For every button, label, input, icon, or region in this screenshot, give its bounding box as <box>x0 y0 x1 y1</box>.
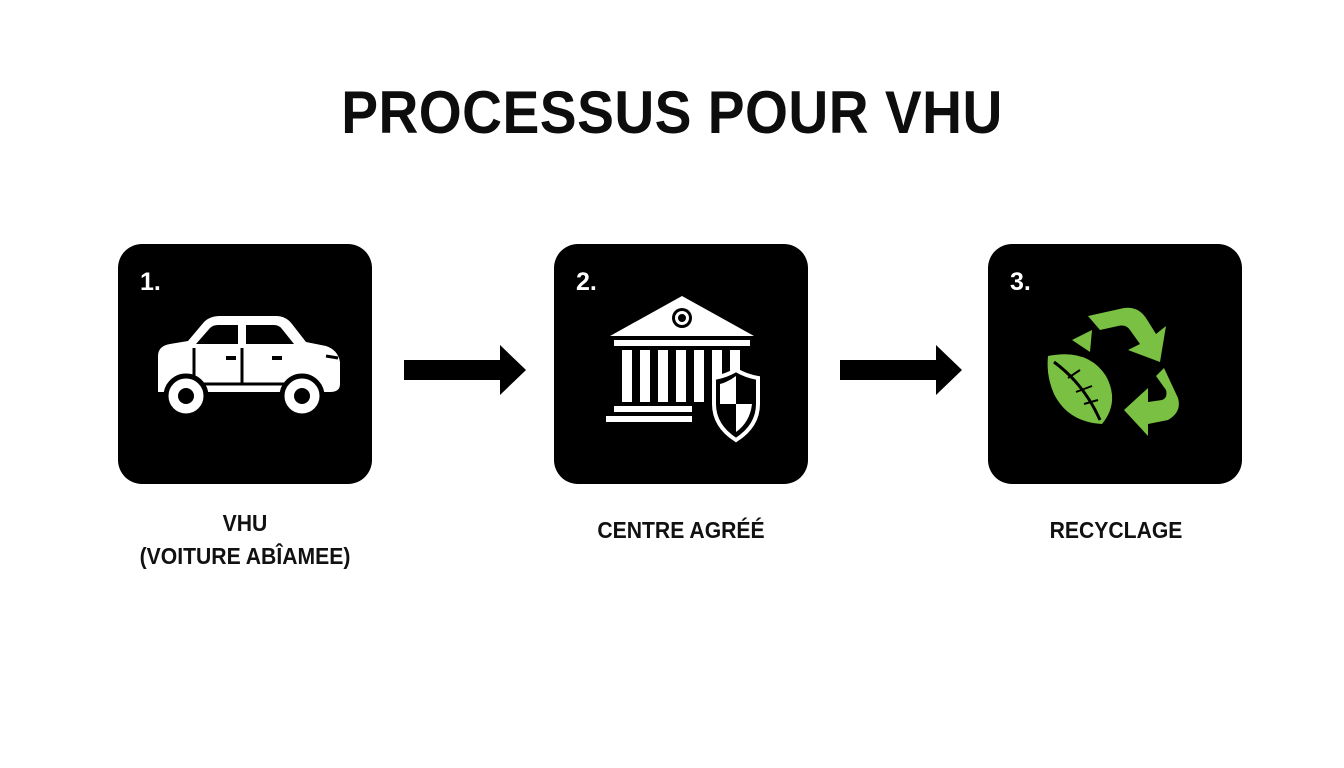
step-label-centre-agree: CENTRE AGRÉÉ <box>525 514 838 547</box>
step-tile-vhu: 1. <box>118 244 372 484</box>
step-label-line: VHU <box>222 510 268 536</box>
arrow-right-icon <box>404 345 526 395</box>
step-number: 1. <box>140 268 161 296</box>
recycle-leaf-icon <box>1047 307 1179 436</box>
arrow-right-icon <box>840 345 962 395</box>
car-icon <box>158 316 340 419</box>
bank-shield-icon <box>606 296 760 443</box>
step-label-vhu: VHU (VOITURE ABÎAMEE) <box>89 507 402 573</box>
step-label-line: RECYCLAGE <box>1049 517 1183 543</box>
step-number: 3. <box>1010 268 1031 296</box>
step-label-line: CENTRE AGRÉÉ <box>597 517 765 543</box>
step-label-recyclage: RECYCLAGE <box>960 514 1273 547</box>
step-number: 2. <box>576 268 597 296</box>
step-tile-centre-agree: 2. <box>554 244 808 484</box>
page-title: PROCESSUS POUR VHU <box>341 79 1003 146</box>
step-label-line: (VOITURE ABÎAMEE) <box>139 543 351 569</box>
step-tile-recyclage: 3. <box>988 244 1242 484</box>
